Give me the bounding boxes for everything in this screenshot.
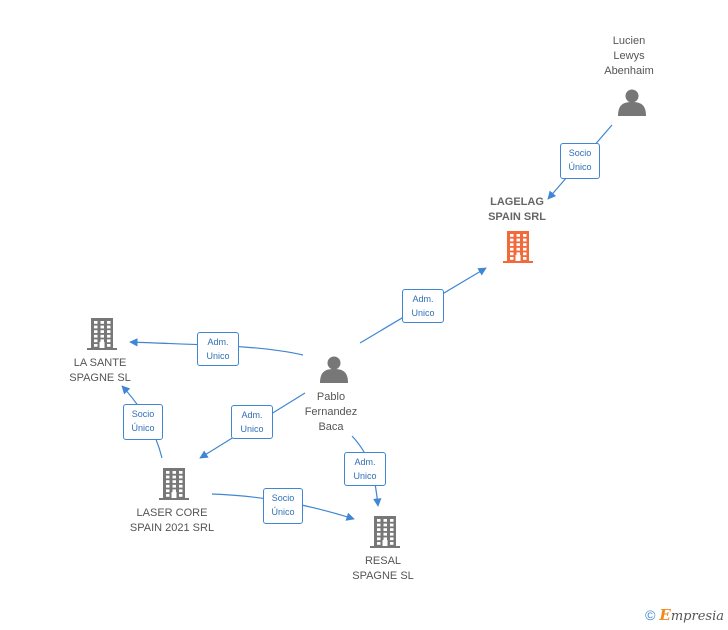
- edge-label-line: Socio: [568, 148, 592, 158]
- edge-label-line: Adm.: [241, 410, 263, 420]
- edge-label-pablo-to-lasercore[interactable]: Adm. Unico: [231, 405, 273, 439]
- edge-label-line: Socio: [271, 493, 295, 503]
- edge-label-line: Adm.: [207, 337, 229, 347]
- node-label-line: Lewys: [613, 50, 645, 62]
- edge-label-line: Unico: [206, 351, 230, 361]
- node-label-lasercore[interactable]: LASER CORE SPAIN 2021 SRL: [130, 506, 214, 536]
- node-label-line: LAGELAG: [490, 196, 544, 208]
- edge-label-line: Unico: [353, 471, 377, 481]
- node-label-lagelag[interactable]: LAGELAG SPAIN SRL: [488, 195, 546, 225]
- node-label-line: Lucien: [612, 35, 646, 47]
- edge-label-pablo-to-resal[interactable]: Adm. Unico: [344, 452, 386, 486]
- node-label-line: SPAIN 2021 SRL: [129, 522, 215, 534]
- edge-label-line: Único: [271, 507, 295, 517]
- node-label-line: LA SANTE: [73, 357, 127, 369]
- building-icon[interactable]: [503, 231, 533, 263]
- edge-label-line: Único: [568, 162, 592, 172]
- node-label-line: Abenhaim: [604, 65, 654, 77]
- person-icon[interactable]: [320, 356, 348, 384]
- building-icon[interactable]: [370, 516, 400, 548]
- node-label-lasante[interactable]: LA SANTE SPAGNE SL: [69, 356, 131, 386]
- node-label-line: LASER CORE: [136, 507, 208, 519]
- edge-label-line: Unico: [411, 308, 435, 318]
- node-label-resal[interactable]: RESAL SPAGNE SL: [352, 554, 414, 584]
- node-label-line: Baca: [318, 421, 344, 433]
- edge-label-pablo-to-lagelag[interactable]: Adm. Unico: [402, 289, 444, 323]
- footer: © Empresia: [645, 606, 724, 624]
- person-icon[interactable]: [618, 89, 646, 117]
- edge-label-line: Único: [131, 423, 155, 433]
- edge-label-line: Adm.: [412, 294, 434, 304]
- node-label-line: Fernandez: [304, 406, 358, 418]
- brand-logo[interactable]: Empresia: [659, 606, 724, 624]
- edge-label-line: Unico: [240, 424, 264, 434]
- node-label-line: SPAGNE SL: [69, 372, 131, 384]
- edge-label-line: Adm.: [354, 457, 376, 467]
- node-label-line: RESAL: [364, 555, 402, 567]
- building-icon[interactable]: [87, 318, 117, 350]
- node-label-line: SPAIN SRL: [488, 211, 546, 223]
- edge-label-pablo-to-lasante[interactable]: Adm. Unico: [197, 332, 239, 366]
- edge-label-line: Socio: [131, 409, 155, 419]
- node-label-line: Pablo: [316, 391, 346, 403]
- copyright-symbol: ©: [645, 607, 656, 623]
- building-icon[interactable]: [159, 468, 189, 500]
- node-label-line: SPAGNE SL: [352, 570, 414, 582]
